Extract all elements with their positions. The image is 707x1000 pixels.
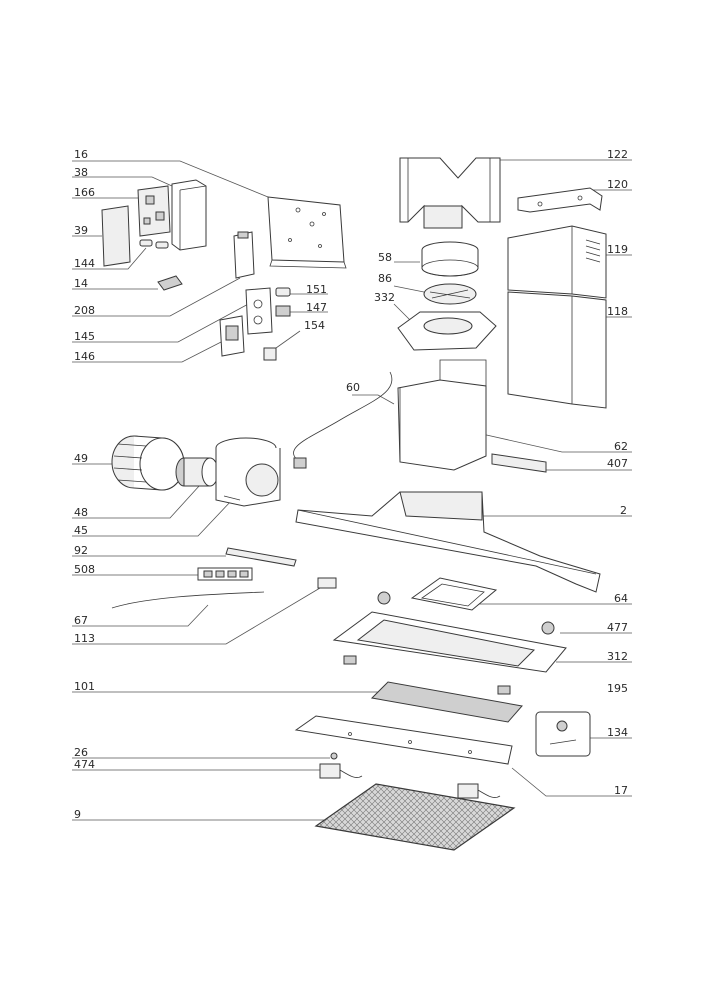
label-48: 48 xyxy=(74,506,88,519)
part-113-tag xyxy=(317,577,337,589)
part-49-fan-wheel xyxy=(111,435,185,491)
label-407: 407 xyxy=(607,457,628,470)
label-26: 26 xyxy=(74,746,88,759)
label-195: 195 xyxy=(607,682,628,695)
label-58: 58 xyxy=(378,251,392,264)
part-208-switch-box xyxy=(233,231,255,279)
label-134: 134 xyxy=(607,726,628,739)
part-119-upper-chimney xyxy=(507,225,607,299)
label-151: 151 xyxy=(306,283,327,296)
label-146: 146 xyxy=(74,350,95,363)
part-2-canopy xyxy=(295,491,601,593)
part-101-filter-panel xyxy=(370,681,523,723)
part-474-lamp xyxy=(319,763,501,799)
part-154-plug xyxy=(263,347,277,361)
part-508-switch-panel xyxy=(197,567,253,581)
part-38-control-box xyxy=(171,179,207,251)
label-118: 118 xyxy=(607,305,628,318)
part-48-motor xyxy=(175,457,219,487)
part-166-pcb xyxy=(137,185,171,237)
part-118-lower-chimney xyxy=(507,291,607,409)
part-60-power-cable xyxy=(293,371,393,469)
label-508: 508 xyxy=(74,563,95,576)
label-312: 312 xyxy=(607,650,628,663)
label-2: 2 xyxy=(620,504,627,517)
part-26-screw xyxy=(330,752,338,760)
label-113: 113 xyxy=(74,632,95,645)
part-92-bar xyxy=(225,547,297,567)
part-407-strip xyxy=(491,453,547,473)
part-67-wire xyxy=(111,591,265,609)
label-101: 101 xyxy=(74,680,95,693)
label-49: 49 xyxy=(74,452,88,465)
label-208: 208 xyxy=(74,304,95,317)
label-474: 474 xyxy=(74,758,95,771)
leader-lines xyxy=(72,159,632,821)
label-86: 86 xyxy=(378,272,392,285)
part-146-cover xyxy=(219,315,245,357)
part-120-bracket xyxy=(517,187,603,213)
label-147: 147 xyxy=(306,301,327,314)
label-120: 120 xyxy=(607,178,628,191)
part-45-blower xyxy=(215,437,281,507)
part-477-clip xyxy=(377,591,555,635)
label-60: 60 xyxy=(346,381,360,394)
label-122: 122 xyxy=(607,148,628,161)
label-119: 119 xyxy=(607,243,628,256)
label-92: 92 xyxy=(74,544,88,557)
label-9: 9 xyxy=(74,808,81,821)
part-145-lamp-holder xyxy=(245,287,273,335)
label-38: 38 xyxy=(74,166,88,179)
label-16: 16 xyxy=(74,148,88,161)
part-144-buttons xyxy=(139,239,169,249)
label-145: 145 xyxy=(74,330,95,343)
label-477: 477 xyxy=(607,621,628,634)
label-14: 14 xyxy=(74,277,88,290)
label-144: 144 xyxy=(74,257,95,270)
part-64-frame xyxy=(410,577,498,611)
label-45: 45 xyxy=(74,524,88,537)
part-312-bottom-frame xyxy=(332,611,567,695)
label-62: 62 xyxy=(614,440,628,453)
label-166: 166 xyxy=(74,186,95,199)
label-39: 39 xyxy=(74,224,88,237)
label-154: 154 xyxy=(304,319,325,332)
part-58-ring xyxy=(421,241,479,277)
part-16-back-plate xyxy=(267,196,347,269)
label-64: 64 xyxy=(614,592,628,605)
part-332-flange xyxy=(397,311,497,351)
part-147-connector xyxy=(275,305,291,317)
part-9-grease-filter xyxy=(314,783,516,851)
part-14-knob xyxy=(157,275,183,291)
part-17-front-trim xyxy=(294,715,513,765)
part-86-valve xyxy=(423,283,477,305)
part-151-clip xyxy=(275,287,291,297)
part-39-side-panel xyxy=(101,205,131,267)
part-62-motor-housing xyxy=(397,359,487,471)
label-332: 332 xyxy=(374,291,395,304)
part-134-detail-box xyxy=(535,711,591,757)
part-122-y-duct xyxy=(399,157,501,229)
label-17: 17 xyxy=(614,784,628,797)
label-67: 67 xyxy=(74,614,88,627)
